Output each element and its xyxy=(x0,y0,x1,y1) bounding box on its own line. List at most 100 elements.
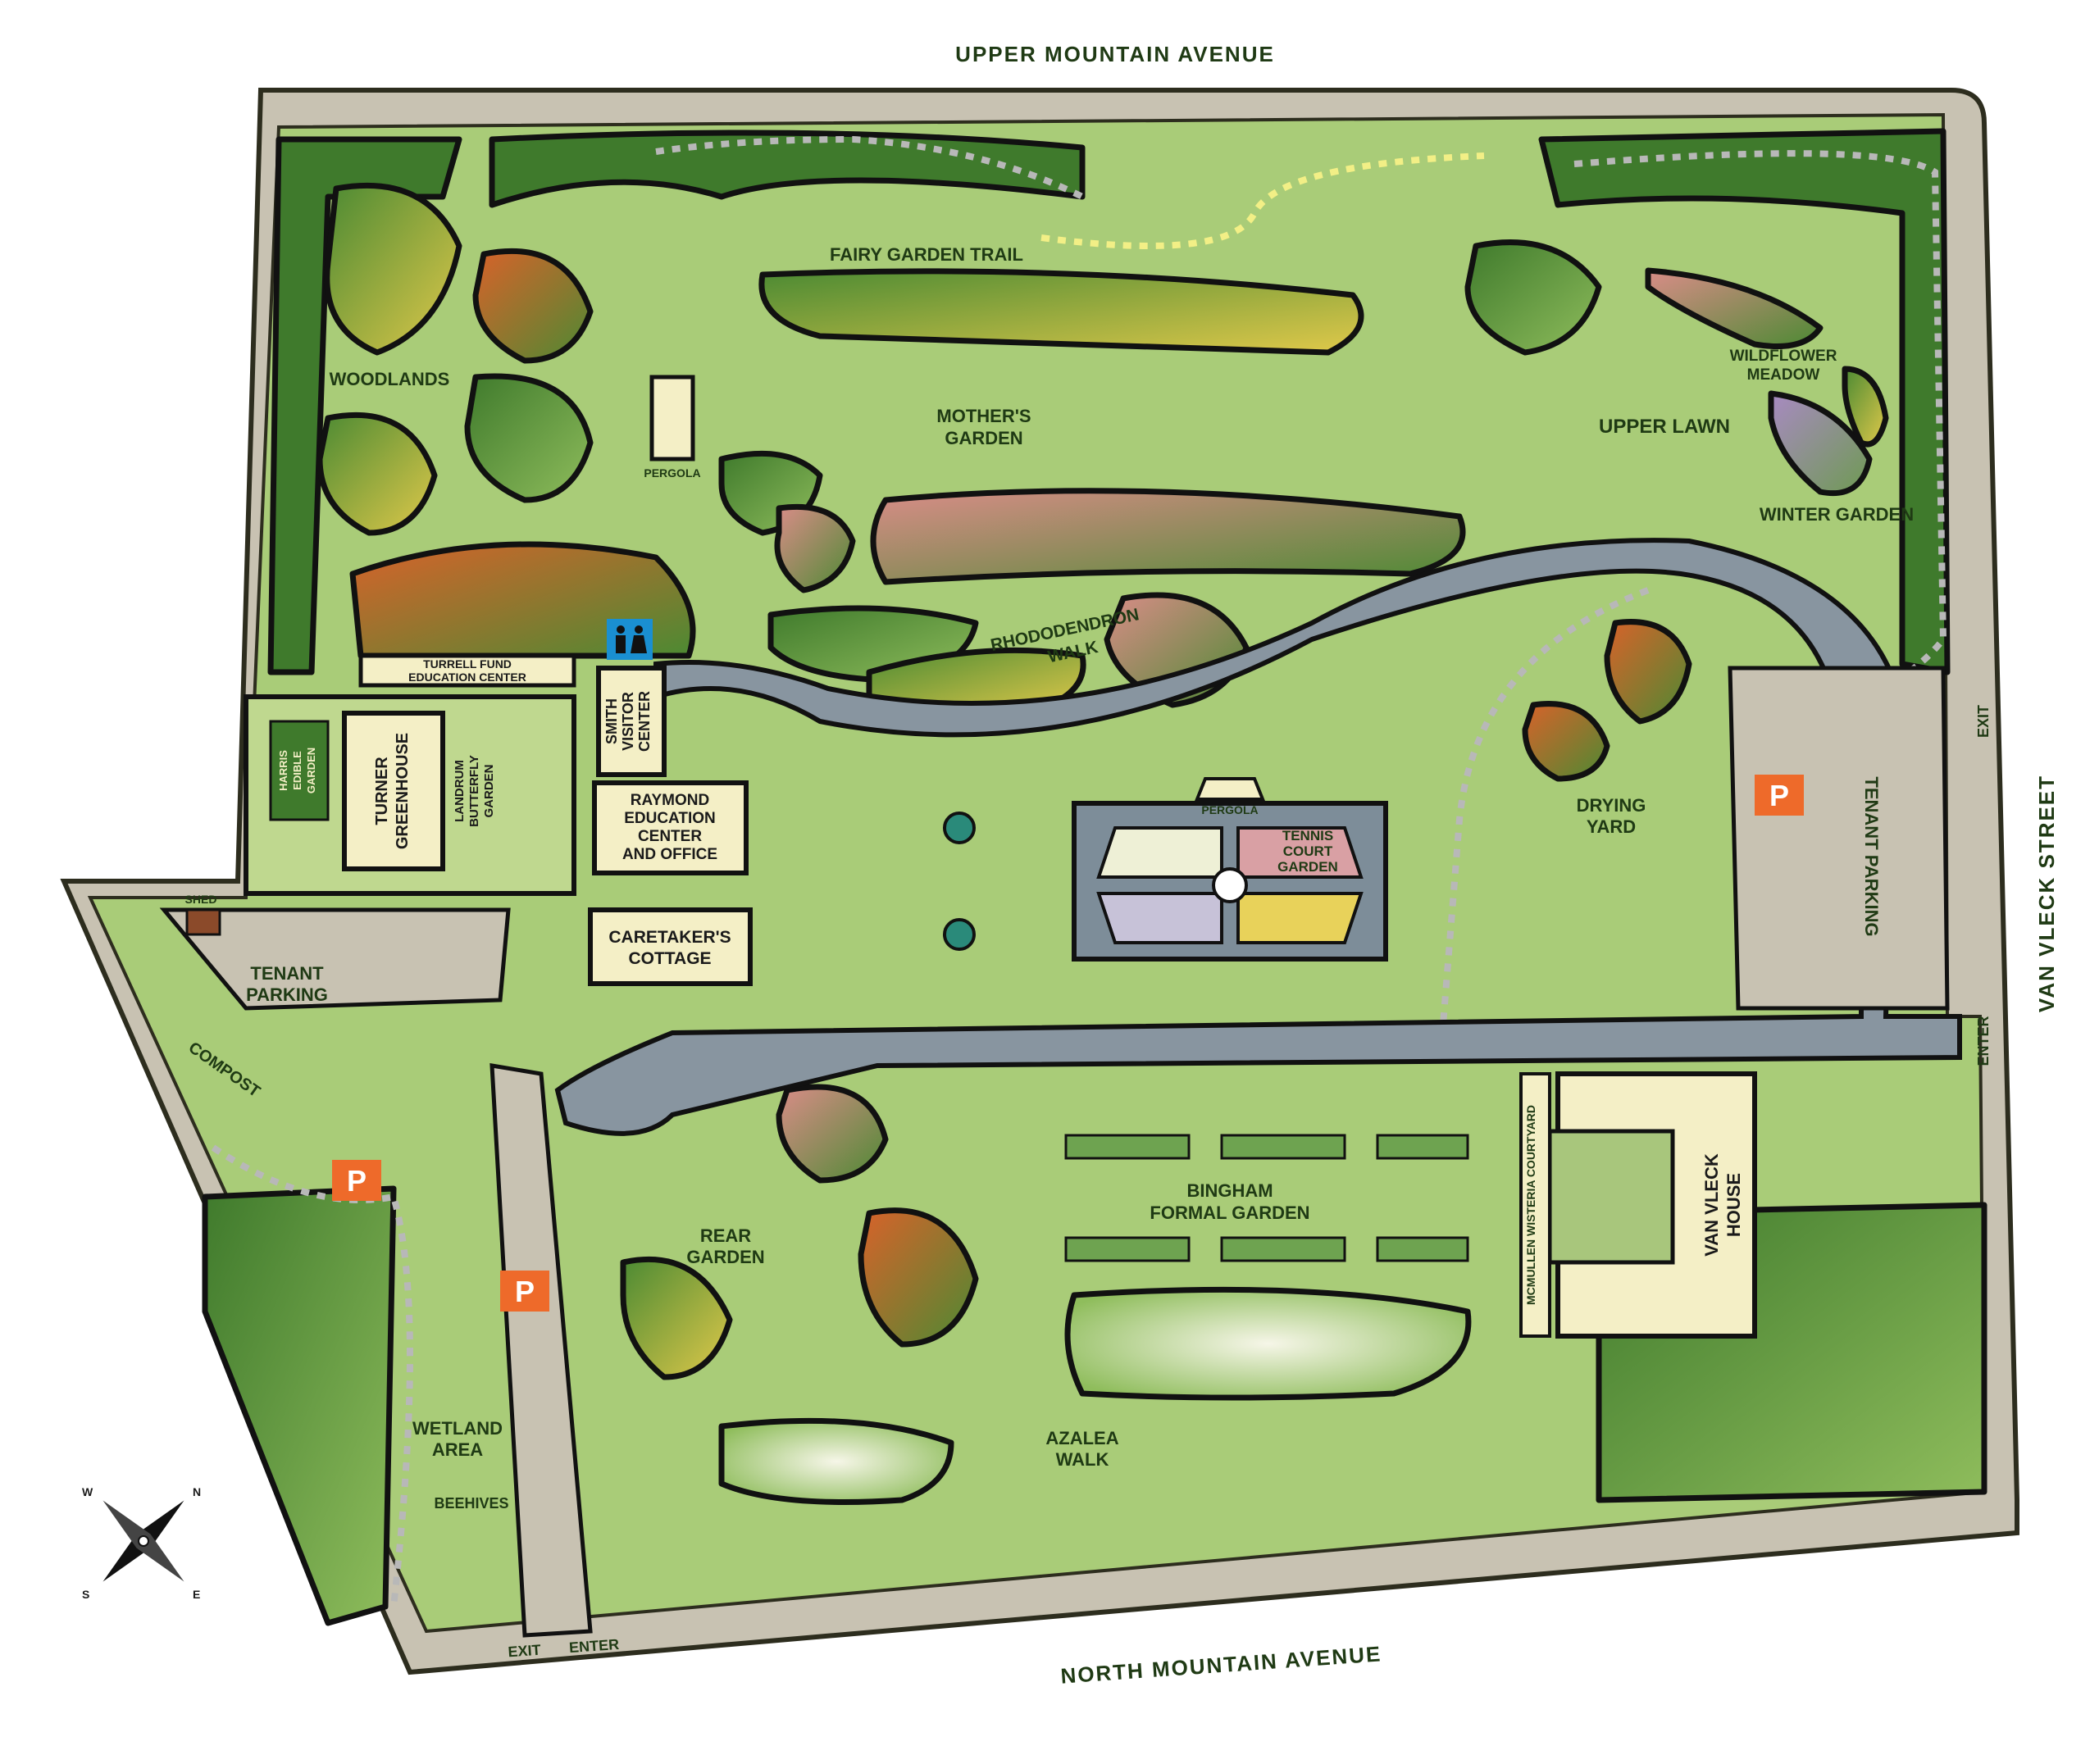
raymond-label-4: AND OFFICE xyxy=(622,846,717,863)
turner-label-1: TURNER xyxy=(373,757,391,825)
compass-rose-icon xyxy=(102,1500,184,1582)
tenant-parking-east-label: TENANT PARKING xyxy=(1861,776,1882,936)
woodland-tree-4 xyxy=(316,411,438,536)
south-enter-label: ENTER xyxy=(568,1636,619,1656)
turrell-label-2: EDUCATION CENTER xyxy=(408,671,526,684)
tennis-fountain xyxy=(1212,867,1248,903)
compass-n: N xyxy=(193,1485,201,1498)
wetland-trail xyxy=(211,1144,413,1607)
mothers-hedge xyxy=(870,488,1466,585)
drying-tree-2 xyxy=(1522,701,1610,782)
turner-greenhouse-building xyxy=(342,711,445,871)
wetland-label-2: AREA xyxy=(432,1439,483,1460)
main-drive xyxy=(554,538,1962,1136)
fairy-trail-label: FAIRY GARDEN TRAIL xyxy=(830,244,1023,265)
mcmullen-strip xyxy=(1519,1072,1551,1338)
turrell-label-1: TURRELL FUND xyxy=(423,657,512,671)
wisteria-courtyard xyxy=(1547,1129,1675,1265)
shed-label: SHED xyxy=(185,893,217,906)
north-trail xyxy=(655,135,1084,200)
compass-e: E xyxy=(193,1588,200,1601)
south-drive xyxy=(489,1063,593,1638)
caretaker-building xyxy=(588,907,753,986)
tenant-parking-west-label-2: PARKING xyxy=(246,984,328,1005)
winter-patch xyxy=(1842,366,1889,448)
caretaker-label-2: COTTAGE xyxy=(628,949,711,968)
bingham-label-1: BINGHAM xyxy=(1186,1180,1273,1201)
bingham-label-2: FORMAL GARDEN xyxy=(1150,1203,1309,1223)
north-east-hedge xyxy=(1538,128,1951,675)
raymond-label-1: RAYMOND xyxy=(631,792,709,809)
rear-tree-1 xyxy=(776,1084,889,1184)
harris-label-1: HARRIS xyxy=(277,750,289,791)
parking-p-west: P xyxy=(347,1164,367,1198)
harris-label-2: EDIBLE xyxy=(291,751,303,790)
rear-garden-label-2: GARDEN xyxy=(686,1247,764,1267)
harris-label-3: GARDEN xyxy=(305,748,317,793)
wildflower-patch-2 xyxy=(1768,390,1873,497)
wildflower-label-1: WILDFLOWER xyxy=(1730,348,1837,365)
tennis-court-label-2: COURT xyxy=(1283,843,1333,859)
van-vleck-street-label: VAN VLECK STREET xyxy=(2034,775,2059,1012)
smith-label-2: VISITOR xyxy=(620,692,636,751)
fairy-hedge xyxy=(758,268,1364,356)
tennis-pergola-label: PERGOLA xyxy=(1201,803,1258,816)
azalea-hedge-1 xyxy=(1064,1286,1472,1401)
woodland-tree-3 xyxy=(464,373,594,503)
wildflower-label-2: MEADOW xyxy=(1747,366,1820,384)
beehives-label: BEEHIVES xyxy=(434,1495,508,1512)
landrum-label-3: GARDEN xyxy=(482,764,496,817)
pond-north xyxy=(943,812,976,844)
wetland-woods xyxy=(202,1185,397,1626)
upper-lawn-label: UPPER LAWN xyxy=(1599,416,1730,438)
woodland-tree-1 xyxy=(324,182,462,356)
tennis-court-label-1: TENNIS xyxy=(1282,828,1333,843)
parking-sign-east xyxy=(1755,775,1804,816)
drying-tree-1 xyxy=(1604,619,1692,725)
parking-p-south: P xyxy=(515,1275,535,1308)
parking-p-east: P xyxy=(1769,779,1789,812)
north-pergola xyxy=(649,375,695,461)
harris-garden-bed xyxy=(269,720,330,821)
mothers-garden-label-2: GARDEN xyxy=(945,428,1022,448)
raymond-label-2: EDUCATION xyxy=(624,810,716,827)
fairy-trail-path xyxy=(1040,152,1485,249)
bingham-beds xyxy=(1064,1134,1469,1262)
azalea-walk-label-1: AZALEA xyxy=(1045,1428,1118,1448)
tennis-bed-nw xyxy=(1096,826,1223,879)
east-trail xyxy=(1573,150,1947,692)
raymond-building xyxy=(592,780,749,875)
azalea-hedge-2 xyxy=(718,1417,954,1505)
smith-label-1: SMITH xyxy=(603,698,620,744)
turrell-building xyxy=(358,653,576,688)
raymond-label-3: CENTER xyxy=(638,828,702,845)
wetland-label-1: WETLAND xyxy=(412,1418,503,1439)
compass-w: W xyxy=(82,1485,93,1498)
pond-south xyxy=(943,918,976,951)
rear-garden-label-1: REAR xyxy=(700,1225,751,1246)
drying-trail xyxy=(1440,587,1650,1025)
upper-mountain-ave-label: UPPER MOUNTAIN AVENUE xyxy=(955,42,1275,66)
upper-lawn-tree xyxy=(1464,239,1602,356)
van-vleck-label-2: HOUSE xyxy=(1723,1173,1744,1237)
turner-label-2: GREENHOUSE xyxy=(394,733,412,849)
drying-yard-label-1: DRYING xyxy=(1577,795,1646,816)
woodlands-label: WOODLANDS xyxy=(330,369,450,389)
mothers-garden-label-1: MOTHER'S xyxy=(936,406,1031,426)
tennis-pergola xyxy=(1195,777,1265,801)
restroom-sign xyxy=(607,619,653,660)
landrum-label-2: BUTTERFLY xyxy=(467,755,481,827)
tennis-bed-sw xyxy=(1096,892,1223,944)
van-vleck-label-1: VAN VLECK xyxy=(1701,1153,1722,1257)
drying-yard-label-2: YARD xyxy=(1587,816,1636,837)
winter-garden-label: WINTER GARDEN xyxy=(1760,504,1914,525)
shed-building xyxy=(185,908,221,936)
parking-sign-south xyxy=(500,1271,549,1312)
restroom-icon xyxy=(616,625,647,653)
rear-tree-2 xyxy=(620,1256,733,1380)
smith-building xyxy=(596,666,667,777)
south-exit-label: EXIT xyxy=(508,1642,541,1661)
east-parking-lot xyxy=(1728,666,1950,1011)
wildflower-patch-1 xyxy=(1645,267,1824,349)
east-exit-label: EXIT xyxy=(1975,705,1992,738)
